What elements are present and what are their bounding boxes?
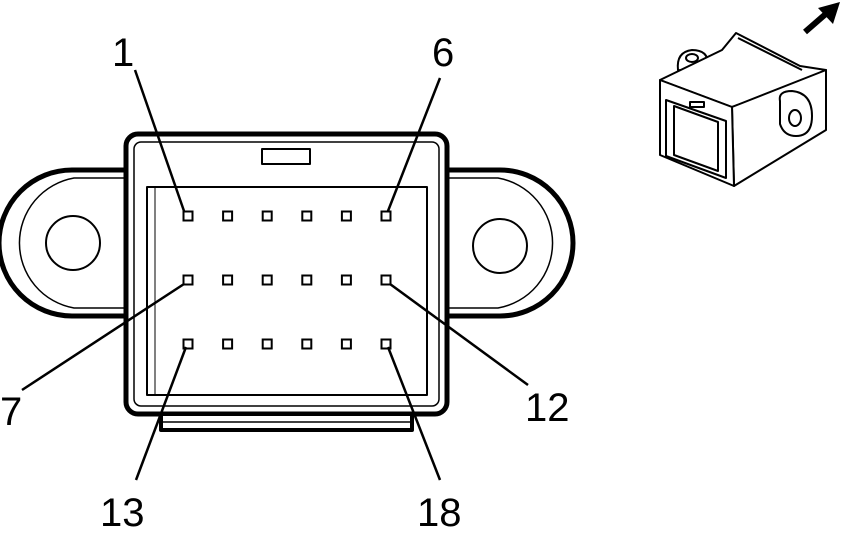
pin-terminal-12 bbox=[380, 274, 392, 286]
pin-label-7: 7 bbox=[0, 390, 22, 434]
leader-line-13 bbox=[134, 346, 188, 481]
right-mounting-hole bbox=[472, 218, 528, 274]
leader-lines bbox=[21, 69, 529, 481]
pin-terminal-10 bbox=[301, 274, 313, 286]
connector-face bbox=[0, 131, 576, 432]
pin-terminal-16 bbox=[301, 338, 313, 350]
pin-label-1: 1 bbox=[112, 31, 134, 75]
leader-line-18 bbox=[386, 346, 442, 481]
leader-line-12 bbox=[389, 282, 529, 387]
pin-terminal-14 bbox=[222, 338, 234, 350]
pin-terminal-9 bbox=[261, 274, 273, 286]
left-mounting-ear bbox=[0, 167, 128, 319]
leader-line-7 bbox=[21, 282, 185, 392]
leader-line-6 bbox=[386, 77, 442, 212]
pin-terminal-4 bbox=[301, 210, 313, 222]
pin-label-12: 12 bbox=[525, 386, 570, 430]
pin-terminal-13 bbox=[182, 338, 194, 350]
leader-line-1 bbox=[133, 69, 186, 212]
pin-grid bbox=[182, 210, 392, 350]
pin-terminal-6 bbox=[380, 210, 392, 222]
arrow-icon bbox=[803, 2, 840, 35]
left-mounting-hole bbox=[45, 215, 101, 271]
pin-labels: 1 6 7 12 13 18 bbox=[0, 31, 570, 535]
locking-tab bbox=[261, 148, 311, 165]
pin-label-6: 6 bbox=[432, 31, 454, 75]
connector-3d-icon bbox=[659, 32, 827, 187]
right-mounting-ear bbox=[442, 167, 576, 319]
pin-terminal-7 bbox=[182, 274, 194, 286]
pin-terminal-15 bbox=[261, 338, 273, 350]
pin-terminal-2 bbox=[222, 210, 234, 222]
pin-terminal-3 bbox=[261, 210, 273, 222]
pin-terminal-8 bbox=[222, 274, 234, 286]
pin-terminal-17 bbox=[340, 338, 352, 350]
pin-label-18: 18 bbox=[417, 491, 462, 535]
pin-terminal-11 bbox=[340, 274, 352, 286]
terminal-cavity bbox=[146, 186, 428, 396]
pin-label-13: 13 bbox=[100, 491, 145, 535]
pin-terminal-5 bbox=[340, 210, 352, 222]
pin-terminal-18 bbox=[380, 338, 392, 350]
pin-terminal-1 bbox=[182, 210, 194, 222]
